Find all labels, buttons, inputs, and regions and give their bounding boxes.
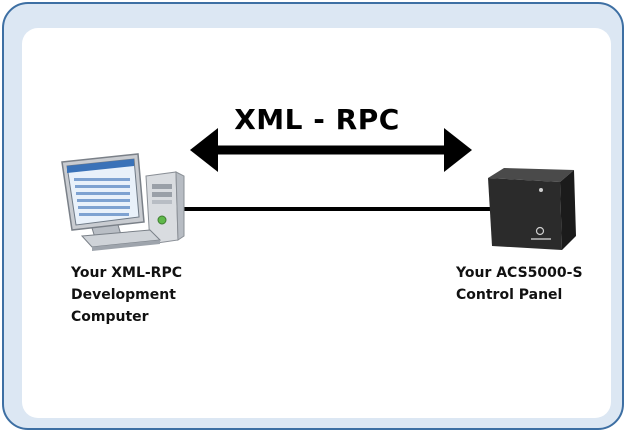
computer-label: Your XML-RPC Development Computer xyxy=(71,262,182,328)
protocol-label: XML - RPC xyxy=(234,103,400,136)
bidirectional-arrow xyxy=(190,128,472,172)
control-panel-label: Your ACS5000-S Control Panel xyxy=(456,262,583,306)
computer-label-line-2: Development xyxy=(71,287,176,303)
computer-label-line-3: Computer xyxy=(71,309,149,325)
control-panel-label-line-2: Control Panel xyxy=(456,287,563,303)
desktop-computer-icon xyxy=(61,153,185,251)
control-panel-box-icon xyxy=(488,168,576,250)
control-panel-label-line-1: Your ACS5000-S xyxy=(456,265,583,281)
computer-label-line-1: Your XML-RPC xyxy=(71,265,182,281)
